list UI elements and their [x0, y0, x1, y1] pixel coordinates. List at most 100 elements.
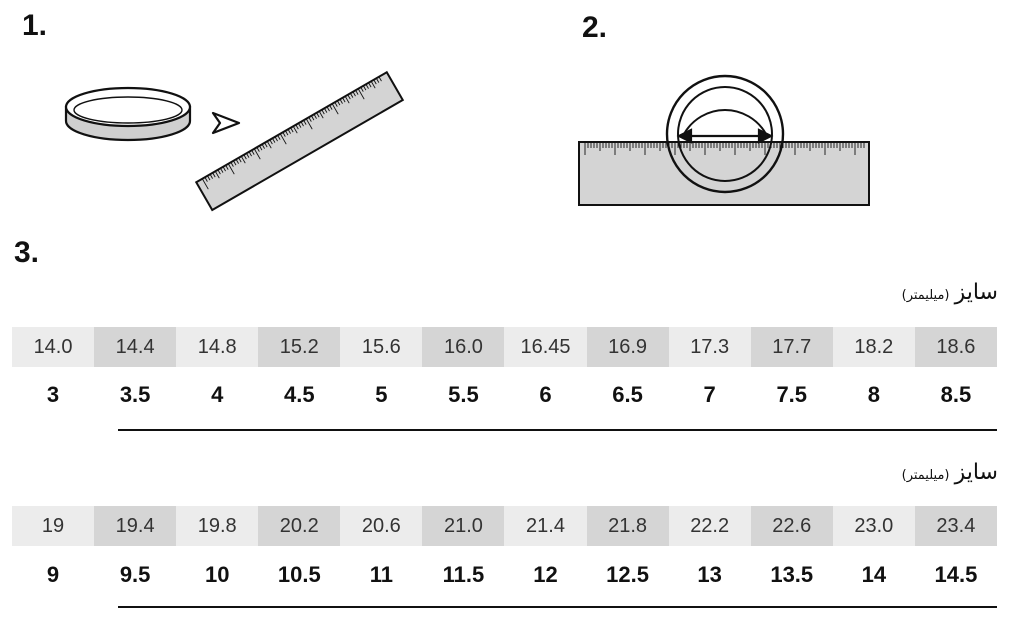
size-cell: 4.5 [283, 382, 315, 407]
ruler-tick [326, 106, 330, 112]
ring-icon [665, 74, 785, 194]
mm-cell: 17.3 [690, 335, 730, 358]
unit-label: (میلیمتر) [901, 288, 950, 303]
mm-cell: 18.2 [854, 335, 894, 358]
ruler-tick [277, 135, 281, 140]
mm-cell: 14.8 [197, 335, 237, 358]
mm-cell: 22.6 [750, 506, 833, 546]
ruler-tick [313, 114, 317, 119]
size-cell: 9 [46, 562, 60, 587]
mm-cell: 16.45 [520, 335, 571, 358]
mm-cell: 18.6 [914, 327, 997, 367]
size-cell: 14 [861, 562, 887, 587]
ruler-tick [339, 99, 343, 104]
ruler-tick [261, 144, 265, 149]
ruler-tick [347, 94, 351, 100]
size-cell: 10.5 [277, 562, 321, 587]
ruler-tick [303, 120, 307, 125]
ruler-tick [300, 121, 304, 127]
size-cell: 11.5 [442, 562, 485, 587]
size-cell: 14.5 [934, 562, 978, 587]
mm-cell: 23.0 [854, 514, 894, 537]
ruler-tick [342, 97, 346, 103]
size-cell: 8 [867, 382, 880, 407]
mm-cell: 16.9 [586, 327, 669, 367]
ruler-tick [329, 105, 333, 110]
ruler-tick [256, 147, 260, 152]
ruler-tick [362, 85, 367, 91]
step-number-2: 2. [582, 11, 608, 44]
ruler-tick [370, 81, 376, 89]
mm-cell: 14.4 [94, 327, 177, 367]
size-cell: 7 [703, 382, 716, 407]
ruler-tick [227, 163, 235, 175]
ruler-tick [344, 96, 350, 104]
ruler-tick [311, 115, 315, 121]
ruler-tick [305, 118, 313, 130]
mm-cell: 14.0 [33, 335, 73, 358]
mm-cell: 22.2 [690, 514, 730, 537]
ruler-tick [378, 76, 382, 82]
ruler-tick [324, 108, 328, 113]
ruler-tick [235, 159, 239, 164]
arrow-right-icon [211, 111, 241, 135]
ruler-tick [318, 111, 324, 119]
ring-on-ruler-diagram [578, 74, 870, 206]
table-label-size-mm: سایز (میلیمتر) [902, 460, 998, 485]
size-cell: 3.5 [119, 382, 151, 407]
mm-cell: 23.4 [914, 506, 997, 546]
size-cell: 9.5 [119, 562, 151, 587]
ruler-tick [282, 132, 286, 137]
ruler-tick [240, 156, 246, 164]
size-cell: 3 [46, 382, 60, 407]
table-label-size-mm: سایز (میلیمتر) [902, 280, 998, 305]
ruler-tick [266, 141, 272, 149]
size-cell: 10 [204, 562, 230, 587]
ruler-tick [272, 138, 276, 143]
ruler-tick [251, 150, 255, 155]
mm-cell: 19.8 [197, 514, 237, 537]
ruler-tick [279, 133, 287, 145]
ruler-tick [292, 126, 298, 134]
size-cell: 12.5 [606, 562, 649, 587]
mm-cell: 21.8 [586, 506, 669, 546]
ruler-tick [204, 177, 208, 182]
size-cell: 11 [369, 562, 393, 587]
ruler-tick [375, 78, 380, 83]
ruler-tick [264, 142, 268, 148]
size-cell: 8.5 [940, 382, 972, 407]
ruler-tick [350, 93, 354, 98]
mm-cell: 16.0 [422, 327, 505, 367]
size-cell: 7.5 [776, 382, 808, 407]
ruler-tick [290, 127, 294, 133]
ruler-tick [246, 153, 250, 158]
ruler-tick [274, 136, 278, 142]
size-cell: 4 [211, 382, 224, 407]
mm-cell: 15.2 [258, 327, 341, 367]
ruler-tick [365, 84, 369, 89]
ruler-tick [220, 168, 224, 173]
paper-strip-loop-icon [64, 86, 192, 142]
divider-line [118, 606, 997, 608]
size-cell: 6 [539, 382, 552, 407]
ruler-tick [368, 82, 372, 88]
size-label: سایز [954, 460, 998, 485]
ruler-tick [238, 157, 242, 163]
ruler-tick [209, 174, 213, 179]
ruler-tick [217, 169, 221, 175]
size-row-2: 9 9.5 10 10.5 11 11.5 12 12.5 13 13.5 14… [12, 557, 997, 593]
mm-row-2: 19 19.4 19.8 20.2 20.6 21.0 21.4 21.8 22… [12, 506, 997, 546]
ruler-tick [225, 165, 229, 170]
divider-line [118, 429, 997, 431]
double-arrow-icon [676, 128, 774, 144]
ruler-tick [214, 171, 220, 179]
ruler-icon [194, 70, 405, 212]
ruler-tick [285, 130, 289, 136]
ruler-tick [334, 102, 338, 107]
size-cell: 5 [375, 382, 388, 407]
ruler-tick [243, 154, 247, 160]
ruler-tick [201, 178, 209, 190]
ruler-tick [269, 139, 273, 145]
mm-cell: 20.2 [258, 506, 341, 546]
step-number-3: 3. [14, 236, 40, 269]
